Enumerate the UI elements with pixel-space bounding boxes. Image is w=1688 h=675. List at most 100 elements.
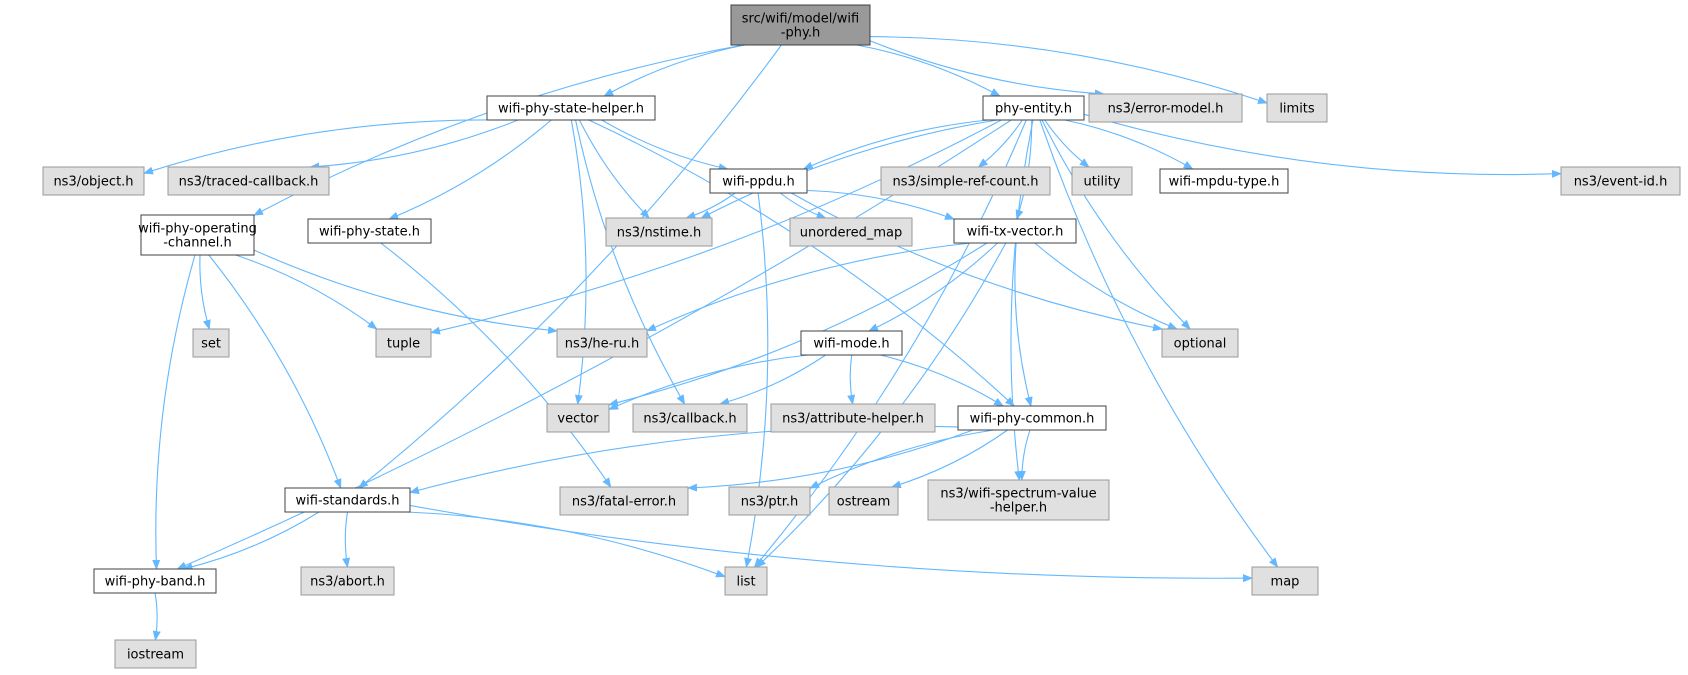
edge-line: [601, 119, 729, 172]
node-box: [1161, 328, 1239, 358]
edge-ppdu-to-unordered_map: [779, 192, 827, 219]
edge-line: [719, 354, 827, 406]
node-limits[interactable]: limits: [1266, 93, 1328, 123]
node-box: [192, 328, 230, 358]
node-attr-helper[interactable]: ns3/attribute-helper.h: [770, 403, 936, 433]
node-set[interactable]: set: [192, 328, 230, 358]
edge-line: [646, 242, 971, 332]
node-tuple[interactable]: tuple: [375, 328, 432, 358]
edge-line: [847, 354, 856, 405]
node-label: utility: [1084, 175, 1121, 190]
node-ptr[interactable]: ns3/ptr.h: [728, 486, 811, 516]
edge-phy_entity-to-optional: [1041, 119, 1191, 330]
node-label: wifi-phy-operating: [138, 222, 257, 237]
node-phy-common[interactable]: wifi-phy-common.h: [957, 405, 1107, 431]
edge-line: [575, 119, 686, 405]
edge-ppdu-to-nstime: [685, 192, 736, 220]
edge-op_channel-to-tuple: [235, 254, 378, 330]
node-fatal-error[interactable]: ns3/fatal-error.h: [559, 486, 689, 516]
edge-state_helper-to-phy_state: [388, 119, 552, 220]
node-label: tuple: [387, 337, 420, 352]
node-box: [1159, 168, 1289, 194]
node-mpdu-type[interactable]: wifi-mpdu-type.h: [1159, 168, 1289, 194]
node-traced-cb[interactable]: ns3/traced-callback.h: [167, 166, 330, 196]
edge-line: [342, 511, 351, 568]
node-simple-ref[interactable]: ns3/simple-ref-count.h: [880, 166, 1051, 196]
node-he-ru[interactable]: ns3/he-ru.h: [556, 328, 648, 358]
edge-op_channel-to-he_ru: [253, 249, 558, 335]
node-box: [307, 218, 432, 244]
node-label: ns3/fatal-error.h: [572, 495, 676, 510]
node-label: map: [1271, 575, 1300, 590]
node-optional[interactable]: optional: [1161, 328, 1239, 358]
node-phy-state[interactable]: wifi-phy-state.h: [307, 218, 432, 244]
node-label: phy-entity.h: [995, 102, 1072, 117]
edge-tx_vector-to-vector: [608, 242, 988, 407]
node-label: -helper.h: [990, 501, 1047, 516]
edge-line: [880, 354, 1004, 407]
node-label: wifi-phy-state-helper.h: [498, 102, 644, 117]
edge-state_helper-to-nstime: [579, 119, 650, 219]
node-box: [770, 403, 936, 433]
node-label: ns3/he-ru.h: [565, 337, 640, 352]
node-standards[interactable]: wifi-standards.h: [284, 487, 411, 513]
node-band[interactable]: wifi-phy-band.h: [93, 568, 217, 594]
node-event-id[interactable]: ns3/event-id.h: [1560, 166, 1681, 196]
edge-phy_entity-to-nstime: [700, 119, 998, 219]
node-label: ns3/abort.h: [310, 575, 385, 590]
node-label: vector: [557, 412, 599, 427]
edge-standards-to-band: [182, 511, 320, 571]
edge-line: [208, 254, 342, 489]
node-box: [1071, 166, 1133, 196]
node-box: [559, 486, 689, 516]
node-abort[interactable]: ns3/abort.h: [300, 566, 395, 596]
edge-line: [406, 511, 726, 578]
edge-root-to-limits: [869, 36, 1268, 104]
node-error-model[interactable]: ns3/error-model.h: [1088, 93, 1243, 123]
node-phy-entity[interactable]: phy-entity.h: [982, 95, 1085, 121]
edge-line: [1014, 242, 1033, 407]
node-label: -channel.h: [163, 236, 232, 251]
node-box: [140, 214, 255, 256]
node-iostream[interactable]: iostream: [114, 639, 197, 669]
node-wifi-mode[interactable]: wifi-mode.h: [800, 330, 903, 356]
node-box: [724, 566, 768, 596]
node-label: wifi-phy-common.h: [970, 412, 1095, 427]
edge-tx_vector-to-he_ru: [646, 242, 971, 332]
node-list[interactable]: list: [724, 566, 768, 596]
node-box: [375, 328, 432, 358]
node-op-channel[interactable]: wifi-phy-operating-channel.h: [138, 214, 257, 256]
node-box: [789, 217, 913, 247]
edge-tx_vector-to-wifi_mode: [868, 242, 998, 332]
node-map[interactable]: map: [1251, 566, 1319, 596]
node-ppdu[interactable]: wifi-ppdu.h: [709, 168, 808, 194]
edge-line: [182, 511, 320, 571]
node-tx-vector[interactable]: wifi-tx-vector.h: [953, 218, 1077, 244]
edge-phy_entity-to-map: [1039, 119, 1279, 568]
node-label: src/wifi/model/wifi: [742, 12, 859, 27]
node-box: [605, 217, 713, 247]
edge-root-to-state_helper: [603, 44, 746, 97]
edge-line: [588, 119, 1015, 407]
node-vector[interactable]: vector: [546, 403, 610, 433]
node-utility[interactable]: utility: [1071, 166, 1133, 196]
edge-phy_common-to-fatal_error: [687, 429, 974, 492]
node-spectrum-helper[interactable]: ns3/wifi-spectrum-value-helper.h: [927, 479, 1110, 521]
node-ostream[interactable]: ostream: [828, 486, 899, 516]
edge-line: [685, 192, 736, 220]
edge-phy_common-to-ptr: [809, 429, 995, 489]
node-label: iostream: [127, 648, 184, 663]
node-root[interactable]: src/wifi/model/wifi-phy.h: [730, 4, 871, 46]
node-callback[interactable]: ns3/callback.h: [632, 403, 748, 433]
edge-phy_entity-to-tuple: [430, 119, 1002, 335]
edge-phy_entity-to-utility: [1044, 119, 1090, 168]
node-state-helper[interactable]: wifi-phy-state-helper.h: [486, 95, 656, 121]
node-label: ns3/wifi-spectrum-value: [940, 487, 1096, 502]
node-label: wifi-standards.h: [296, 494, 400, 509]
node-unordered-map[interactable]: unordered_map: [789, 217, 913, 247]
node-nstime[interactable]: ns3/nstime.h: [605, 217, 713, 247]
edge-state_helper-to-vector: [570, 119, 587, 405]
node-object[interactable]: ns3/object.h: [42, 166, 145, 196]
node-label: wifi-phy-state.h: [319, 225, 420, 240]
edge-line: [358, 44, 782, 489]
